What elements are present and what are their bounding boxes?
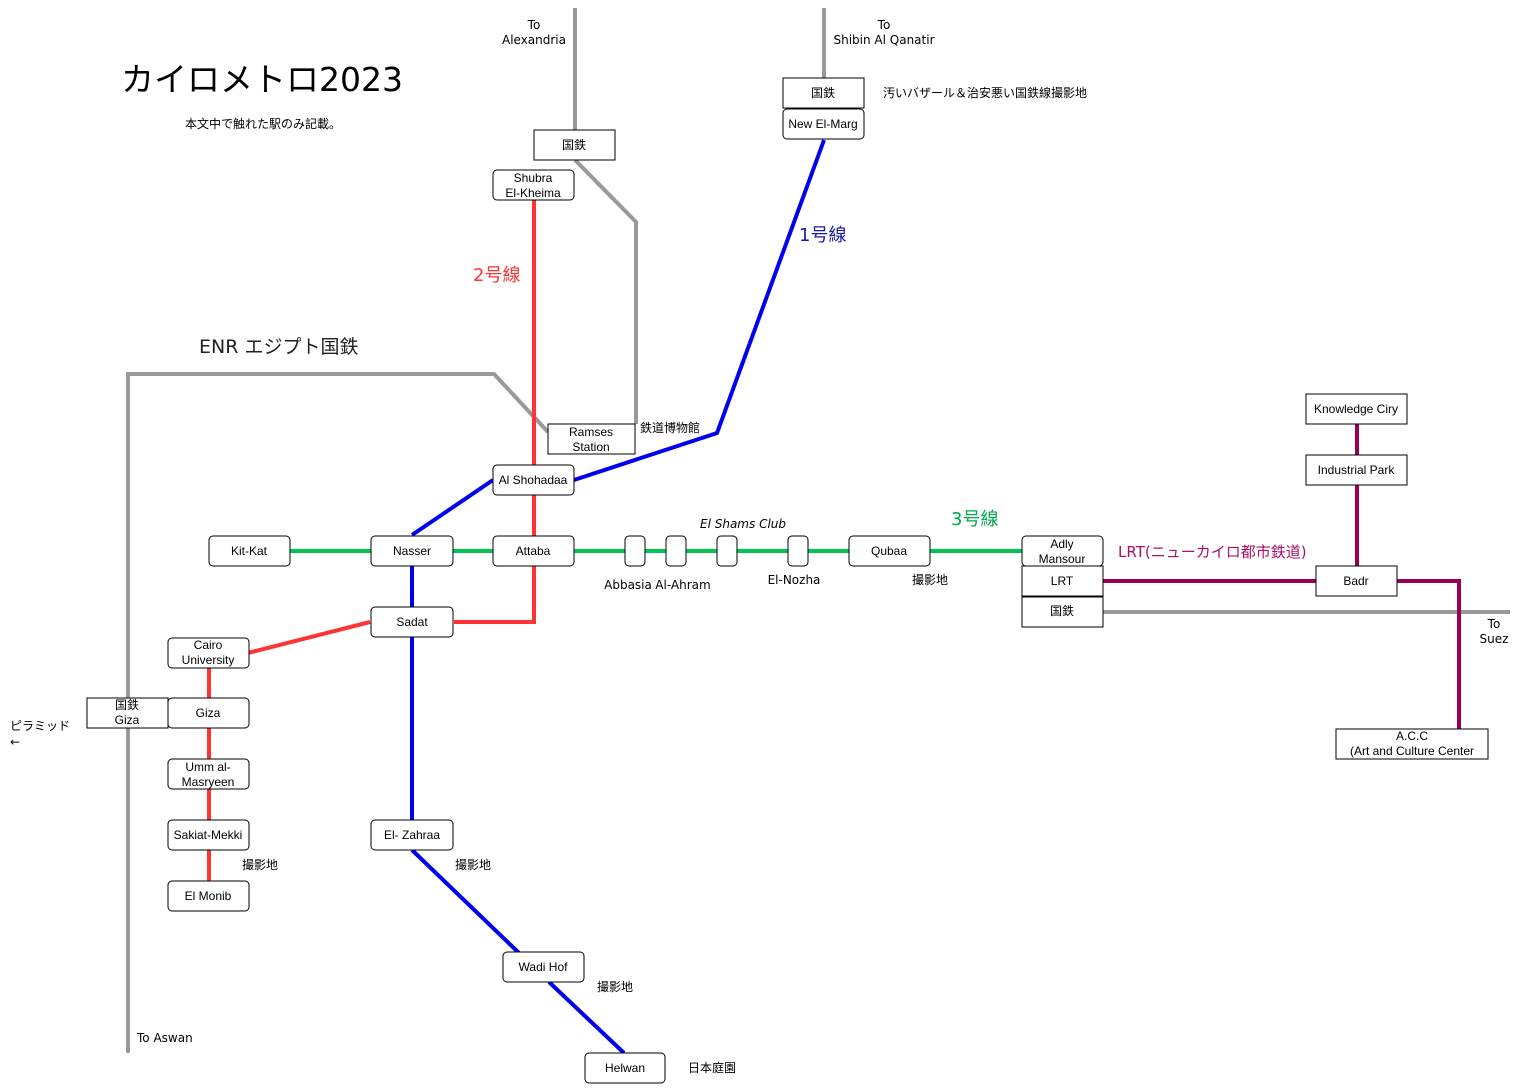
enr-lines [126, 8, 1510, 1053]
al-ahram-label: Al-Ahram [655, 578, 710, 592]
el-nozha-label: El-Nozha [768, 573, 821, 587]
map-title: カイロメトロ2023 [121, 60, 403, 99]
svg-text:New El-Marg: New El-Marg [788, 117, 857, 131]
lrt-label: LRT(ニューカイロ都市鉄道) [1118, 543, 1307, 561]
station-sakiat-mekki[interactable]: Sakiat-Mekki [167, 819, 250, 851]
pyramid-label: ピラミッド← [10, 719, 70, 749]
svg-text:LRT: LRT [1051, 574, 1074, 588]
svg-text:Nasser: Nasser [393, 544, 431, 558]
sakiat-note: 撮影地 [242, 858, 278, 872]
svg-text:Wadi Hof: Wadi Hof [519, 960, 569, 974]
el-shams-club-label: El Shams Club [700, 517, 786, 531]
marg-note: 汚いバザール＆治安悪い国鉄線撮影地 [883, 85, 1087, 100]
svg-text:Giza: Giza [196, 706, 221, 720]
station-kokutetsu-marg[interactable]: 国鉄 [782, 77, 865, 109]
railway-museum-label: 鉄道博物館 [640, 420, 700, 435]
svg-text:A.C.C(Art and Culture Center: A.C.C(Art and Culture Center [1350, 729, 1474, 758]
station-al-ahram[interactable] [665, 535, 687, 567]
svg-text:Badr: Badr [1343, 574, 1368, 588]
station-adly-kokutetsu[interactable]: 国鉄 [1021, 596, 1104, 628]
svg-text:Umm al-Masryeen: Umm al-Masryeen [182, 760, 235, 789]
svg-text:Sadat: Sadat [396, 615, 428, 629]
station-acc[interactable]: A.C.C(Art and Culture Center [1335, 728, 1489, 760]
station-el-nozha[interactable] [787, 535, 809, 567]
station-el-shams-club[interactable] [716, 535, 738, 567]
zahraa-note: 撮影地 [455, 858, 491, 872]
station-new-el-marg[interactable]: New El-Marg [782, 108, 865, 140]
enr-line-ramses-north [573, 158, 638, 424]
svg-text:Qubaa: Qubaa [871, 544, 907, 558]
line2-label: 2号線 [473, 265, 520, 286]
svg-text:Helwan: Helwan [605, 1061, 645, 1075]
qubaa-note: 撮影地 [912, 573, 948, 587]
station-qubaa[interactable]: Qubaa [848, 535, 931, 567]
station-helwan[interactable]: Helwan [584, 1052, 666, 1084]
enr-title: ENR エジプト国鉄 [199, 336, 358, 358]
station-kokutetsu-north[interactable]: 国鉄 [533, 129, 616, 161]
station-umm-al-masryeen[interactable]: Umm al-Masryeen [167, 758, 250, 790]
station-al-shohadaa[interactable]: Al Shohadaa [492, 464, 575, 496]
station-attaba[interactable]: Attaba [492, 535, 575, 567]
line1-label: 1号線 [799, 225, 846, 246]
station-abbasia[interactable] [624, 535, 646, 567]
svg-text:El Monib: El Monib [185, 889, 232, 903]
wadi-hof-note: 撮影地 [597, 980, 633, 994]
svg-text:Knowledge Ciry: Knowledge Ciry [1314, 402, 1398, 416]
station-nasser[interactable]: Nasser [370, 535, 454, 567]
station-wadi-hof[interactable]: Wadi Hof [502, 951, 585, 983]
station-industrial-park[interactable]: Industrial Park [1305, 454, 1408, 486]
svg-text:El- Zahraa: El- Zahraa [384, 828, 440, 842]
svg-text:Kit-Kat: Kit-Kat [231, 544, 268, 558]
helwan-note: 日本庭園 [688, 1060, 736, 1075]
svg-text:Attaba: Attaba [516, 544, 551, 558]
svg-text:Industrial Park: Industrial Park [1318, 463, 1396, 477]
station-adly-lrt[interactable]: LRT [1021, 565, 1104, 597]
station-sadat[interactable]: Sadat [370, 606, 454, 638]
station-kit-kat[interactable]: Kit-Kat [208, 535, 291, 567]
map-subtitle: 本文中で触れた駅のみ記載。 [185, 116, 341, 131]
svg-text:Al Shohadaa: Al Shohadaa [499, 473, 568, 487]
station-el-monib[interactable]: El Monib [167, 880, 250, 912]
station-el-zahraa[interactable]: El- Zahraa [370, 819, 454, 851]
abbasia-label: Abbasia [604, 578, 652, 592]
line3-label: 3号線 [951, 509, 998, 530]
svg-text:国鉄: 国鉄 [811, 85, 835, 100]
station-badr[interactable]: Badr [1315, 565, 1398, 597]
station-giza[interactable]: Giza [167, 697, 250, 729]
to-aswan-label: To Aswan [136, 1031, 193, 1045]
lrt-track [1103, 424, 1461, 729]
svg-text:Sakiat-Mekki: Sakiat-Mekki [174, 828, 243, 842]
svg-text:国鉄: 国鉄 [562, 137, 586, 152]
station-knowledge-city[interactable]: Knowledge Ciry [1305, 393, 1408, 425]
svg-text:国鉄: 国鉄 [1050, 603, 1074, 618]
